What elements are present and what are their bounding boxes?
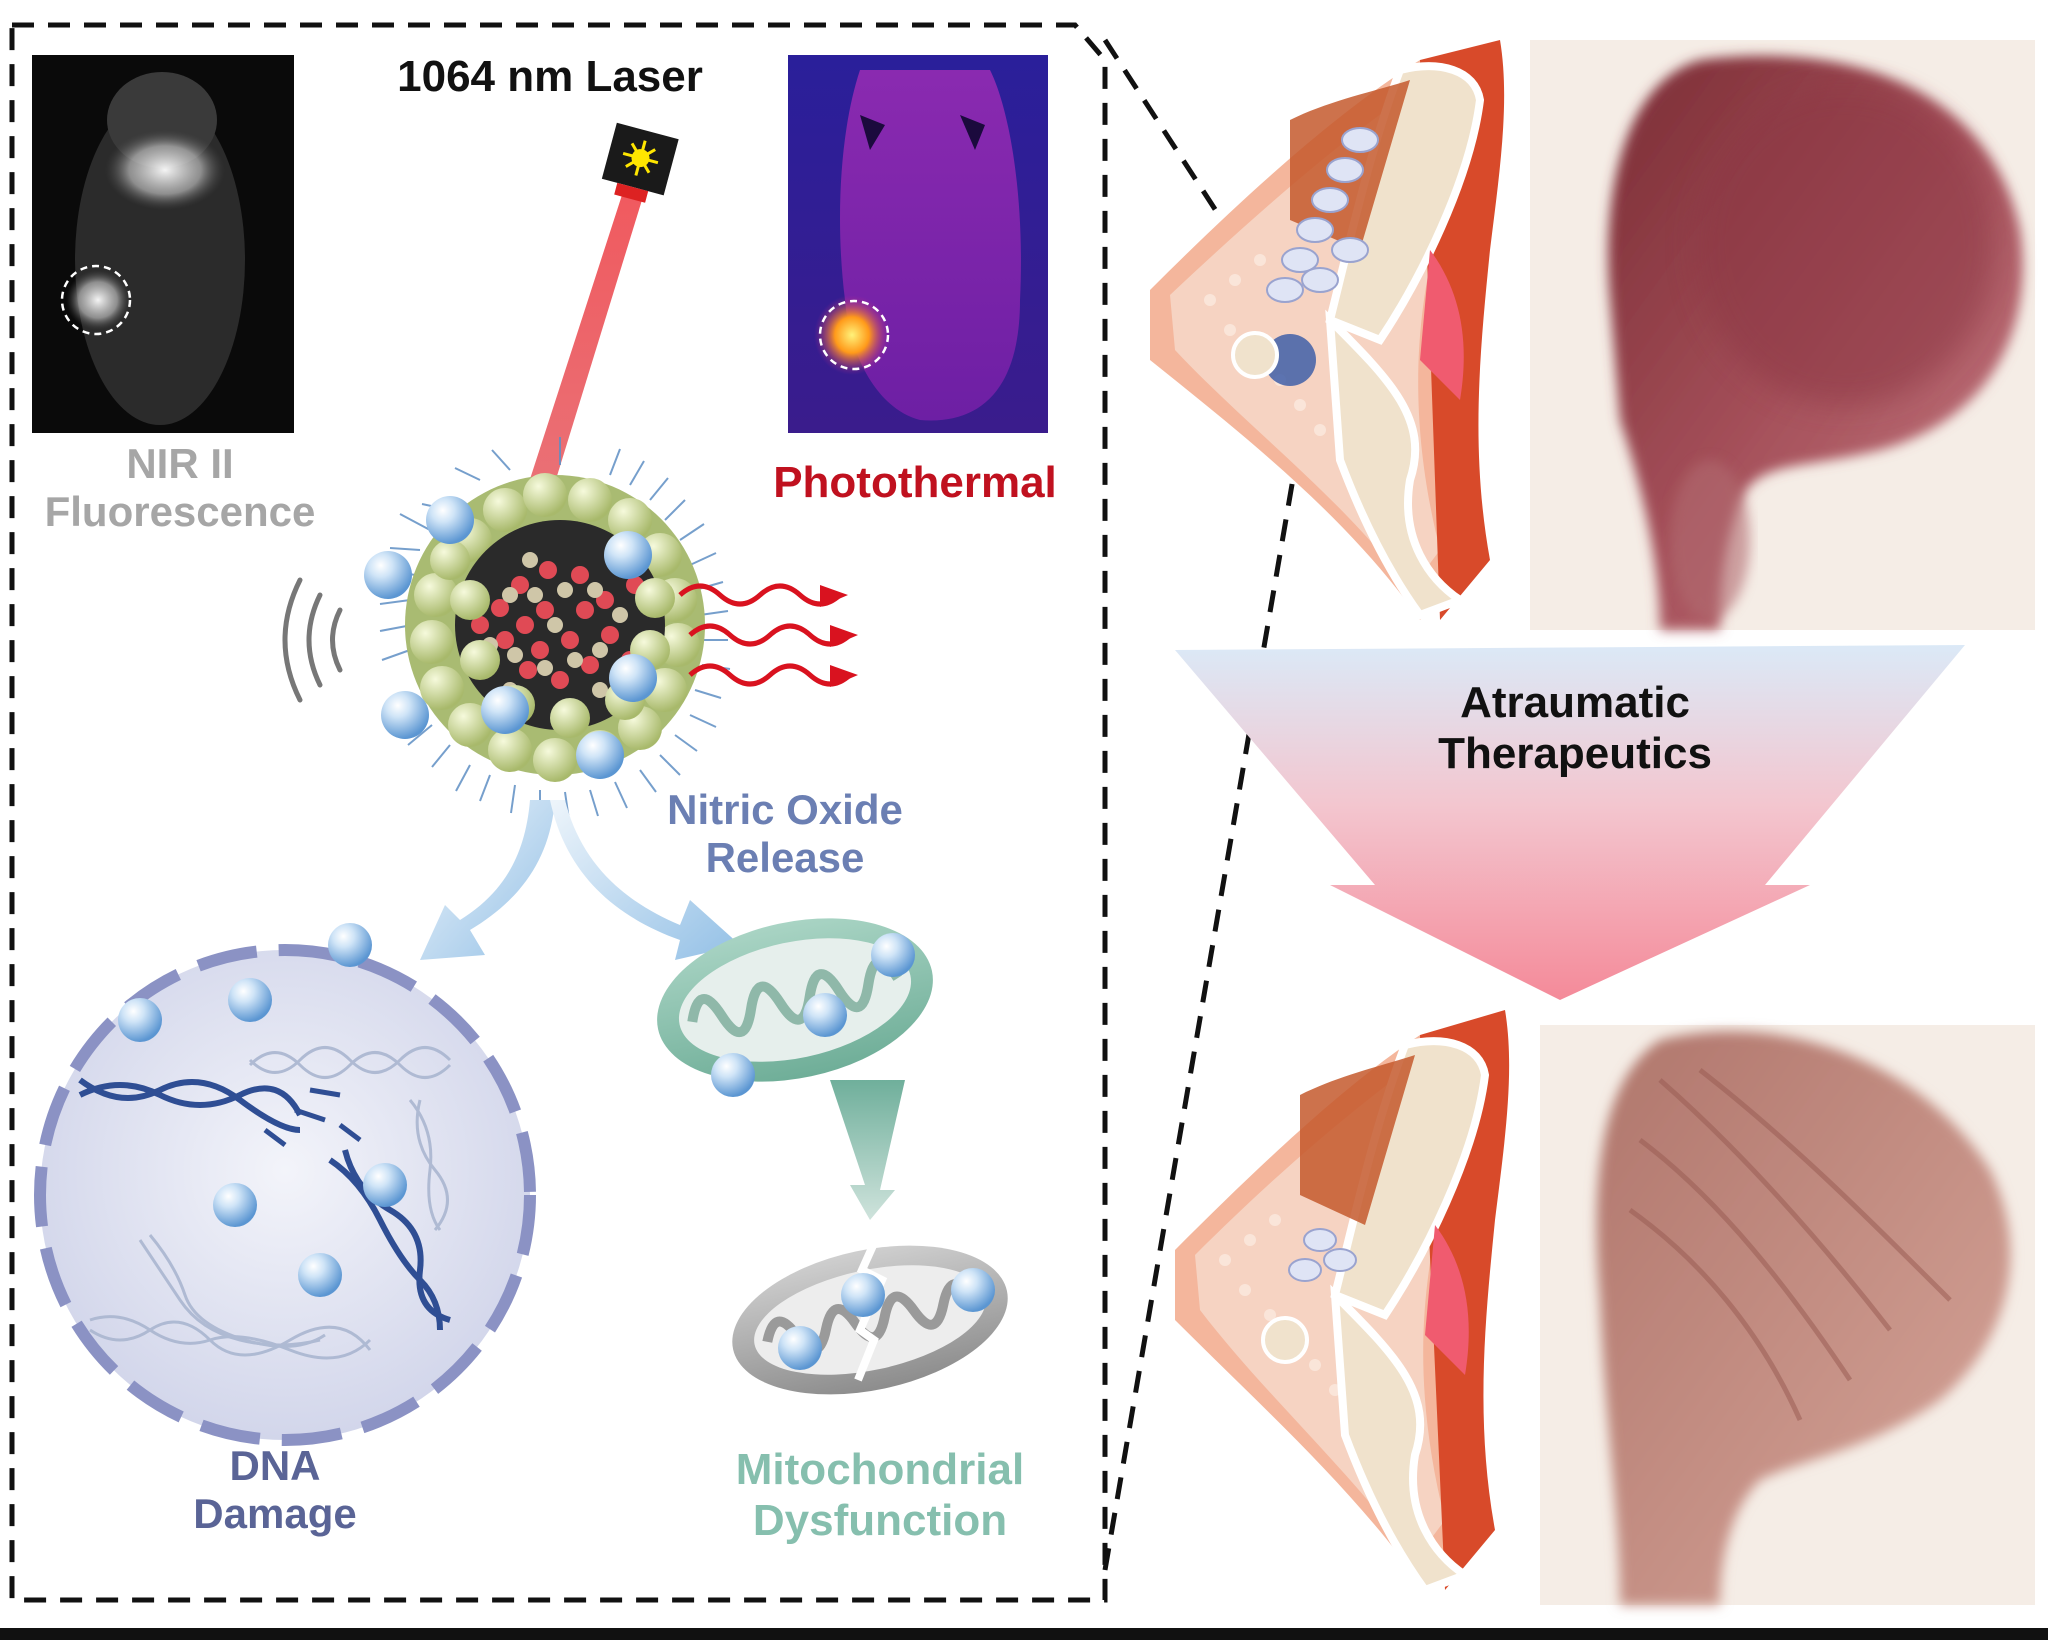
no-bubble — [328, 923, 372, 967]
nir-fluorescence-image — [32, 55, 294, 433]
dna-damage-label: DNA Damage — [125, 1442, 425, 1539]
photothermal-tumor-marker — [818, 299, 890, 371]
no-bubble — [118, 998, 162, 1042]
therapy-line1: Atraumatic — [1460, 678, 1690, 727]
joint-cross-section-before — [1150, 40, 1505, 620]
arrow-to-dysfunction — [830, 1080, 905, 1220]
no-bubble — [213, 1183, 257, 1227]
dashed-zoom-line-bottom — [1102, 379, 1313, 1571]
nir-label-line1: NIR II — [126, 440, 234, 487]
bottom-rule — [0, 1628, 2048, 1640]
nanoparticle — [364, 437, 731, 821]
laser-device — [520, 122, 679, 515]
arrow-to-dna-damage — [420, 800, 555, 960]
cell-nucleus-dna — [34, 923, 536, 1446]
photothermal-label: Photothermal — [773, 458, 1057, 507]
therapy-label: Atraumatic Therapeutics — [1400, 678, 1750, 779]
joint-cross-section-after — [1175, 1010, 1510, 1595]
tumor-photo-after — [1540, 1025, 2035, 1605]
no-donor-bubbles — [364, 496, 657, 779]
photothermal-image — [788, 55, 1048, 433]
dna-label-line2: Damage — [193, 1490, 357, 1538]
nir-fluorescence-label: NIR II Fluorescence — [10, 440, 350, 537]
no-release-line1: Nitric Oxide — [667, 786, 903, 833]
tumor-photo-before — [1530, 40, 2035, 631]
no-bubble — [298, 1253, 342, 1297]
ultrasound-waves-icon — [282, 577, 343, 703]
heat-waves-icon — [678, 583, 852, 687]
laser-label: 1064 nm Laser — [397, 52, 703, 101]
mito-label-line2: Dysfunction — [752, 1495, 1008, 1545]
nir-label-line2: Fluorescence — [44, 488, 316, 536]
nir-tumor-marker — [60, 264, 132, 336]
mitochondrion-damaged — [732, 1228, 1008, 1395]
no-bubble — [228, 978, 272, 1022]
laser-beam — [520, 195, 642, 515]
dashed-frame-left-panel — [9, 22, 1108, 1603]
mito-dysfunction-label: Mitochondrial Dysfunction — [690, 1445, 1070, 1546]
mito-label-line1: Mitochondrial — [735, 1445, 1025, 1494]
mitochondrion-healthy — [657, 918, 933, 1097]
no-release-label: Nitric Oxide Release — [620, 786, 950, 883]
therapy-line2: Therapeutics — [1438, 728, 1712, 778]
therapy-arrow — [1175, 645, 1965, 1000]
dna-label-line1: DNA — [229, 1442, 321, 1489]
no-release-line2: Release — [705, 834, 865, 882]
no-bubble — [363, 1163, 407, 1207]
arrow-to-mitochondria — [550, 800, 740, 960]
